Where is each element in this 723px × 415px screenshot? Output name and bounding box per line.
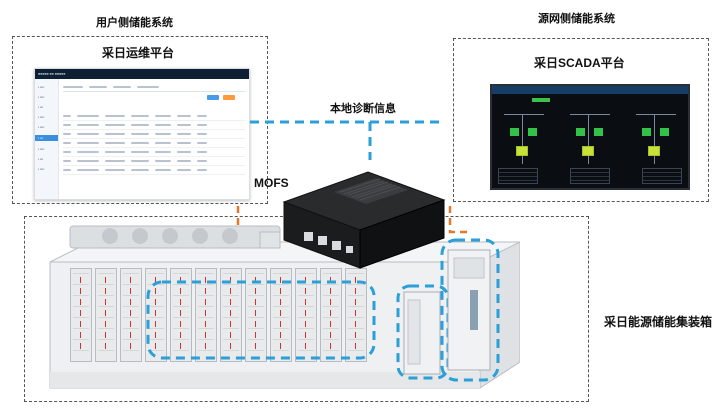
ems-highlight xyxy=(440,238,500,382)
battery-cabinet xyxy=(320,268,342,362)
scada-platform-screenshot xyxy=(490,84,690,190)
scada-table-3 xyxy=(642,168,682,184)
battery-cabinet xyxy=(120,268,142,362)
mofs-device xyxy=(282,171,446,269)
ops-table xyxy=(63,83,245,195)
battery-cabinet xyxy=(195,268,217,362)
user-side-box xyxy=(12,36,268,204)
orange-link-right xyxy=(448,206,470,234)
battery-cabinet xyxy=(145,268,167,362)
port-icon xyxy=(332,241,341,250)
scada-branch-1 xyxy=(502,110,548,170)
battery-cabinet xyxy=(345,268,367,362)
ops-sidebar: ▪ ▪▪▪▪▪ ▪▪▪▪▪ ▪▪▪▪ ▪▪▪▪▪ ▪▪▪▪ ▪ ▪▪▪▪ ▪▪▪… xyxy=(35,79,59,199)
grid-side-title: 源网侧储能系统 xyxy=(538,13,615,25)
bms-highlight xyxy=(146,280,376,360)
port-icon xyxy=(318,236,327,245)
local-diagnosis-label: 本地诊断信息 xyxy=(330,103,396,115)
ops-platform-screenshot: ■■■■■ ■■ ■■■■■ ▪ ▪▪▪▪▪ ▪▪▪▪▪ ▪▪▪▪ ▪▪▪▪▪ … xyxy=(34,68,250,200)
scada-table-2 xyxy=(570,168,610,184)
battery-cabinet xyxy=(270,268,292,362)
battery-cabinet xyxy=(245,268,267,362)
user-side-title: 用户侧储能系统 xyxy=(96,17,173,29)
port-icon xyxy=(346,246,353,253)
grid-side-platform-label: 采日SCADA平台 xyxy=(534,56,625,70)
battery-cabinet xyxy=(95,268,117,362)
scada-table-1 xyxy=(498,168,538,184)
grid-side-box xyxy=(453,38,709,202)
scada-branch-3 xyxy=(634,110,680,170)
mofs-label: MOFS xyxy=(254,176,289,190)
battery-cabinet xyxy=(70,268,92,362)
battery-cabinet xyxy=(170,268,192,362)
port-icon xyxy=(304,232,313,241)
ops-topbar: ■■■■■ ■■ ■■■■■ xyxy=(35,69,249,79)
battery-cabinet xyxy=(295,268,317,362)
scada-status-tag xyxy=(532,98,550,102)
battery-cabinet xyxy=(220,268,242,362)
scada-header xyxy=(492,86,688,94)
container-label: 采日能源储能集装箱 xyxy=(604,315,713,329)
user-side-platform-label: 采日运维平台 xyxy=(102,46,175,60)
scada-branch-2 xyxy=(568,110,614,170)
